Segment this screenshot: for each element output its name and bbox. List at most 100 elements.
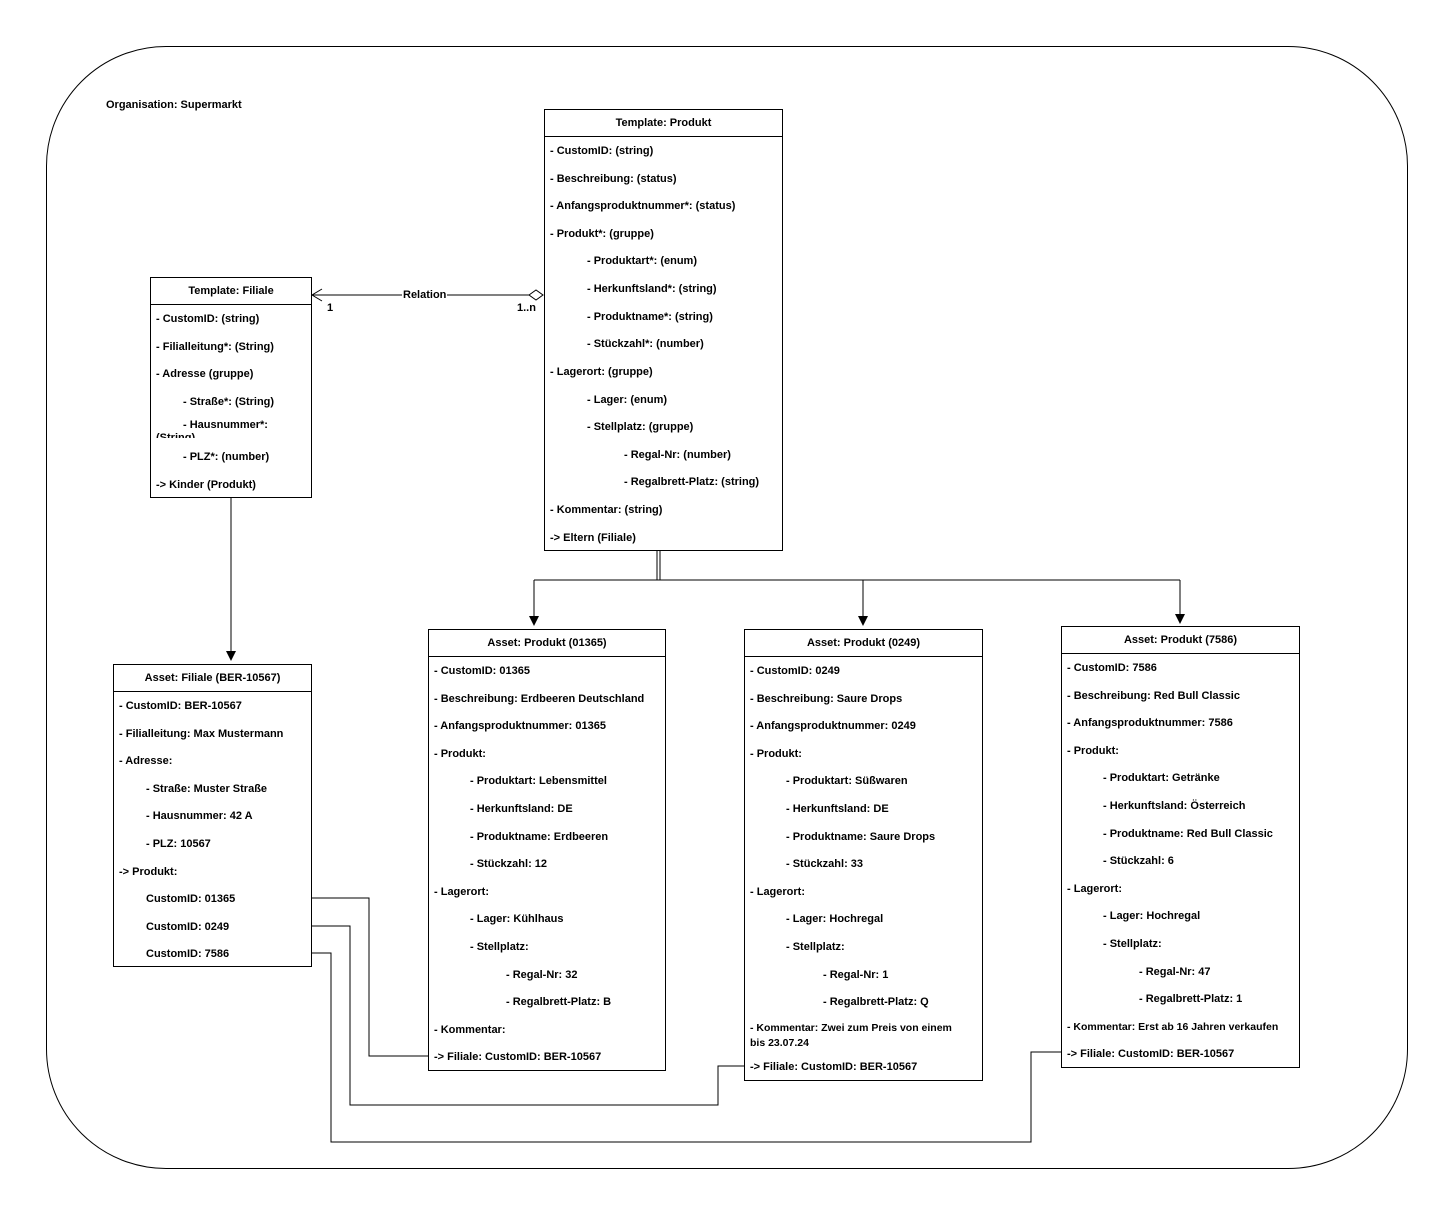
asset-produkt-01365-row: - Produktname: Erdbeeren	[470, 831, 609, 843]
asset-produkt-01365-row: - Regal-Nr: 32	[506, 969, 578, 981]
asset-produkt-01365-row: -> Filiale: CustomID: BER-10567	[434, 1051, 602, 1063]
asset-produkt-01365-row: - Produkt:	[434, 748, 486, 760]
asset-produkt-0249-row: - Regalbrett-Platz: Q	[823, 996, 929, 1008]
asset-produkt-7586-row: - Kommentar: Erst ab 16 Jahren verkaufen	[1067, 1021, 1279, 1033]
asset-produkt-7586-row: - Lagerort:	[1067, 883, 1122, 895]
asset-produkt-01365-row: - Herkunftsland: DE	[470, 803, 573, 815]
asset-produkt-0249-row: - Stückzahl: 33	[786, 858, 864, 870]
asset-produkt-01365-row: - Anfangsproduktnummer: 01365	[434, 720, 606, 732]
asset-filiale-row: - Straße: Muster Straße	[146, 783, 268, 795]
asset-produkt-0249-row: - Kommentar: Zwei zum Preis von einem bi…	[750, 1022, 952, 1049]
asset-produkt-01365-box: Asset: Produkt (01365) - CustomID: 01365…	[428, 629, 666, 1071]
template-produkt-row: - Anfangsproduktnummer*: (status)	[550, 200, 736, 212]
relation-aggregation-diamond	[528, 289, 544, 301]
asset-produkt-7586-row: - Herkunftsland: Österreich	[1103, 800, 1246, 812]
asset-filiale-row: - Hausnummer: 42 A	[146, 810, 253, 822]
template-produkt-row: - Regalbrett-Platz: (string)	[624, 476, 760, 488]
asset-filiale-box: Asset: Filiale (BER-10567) - CustomID: B…	[113, 664, 312, 967]
asset-produkt-7586-row: - CustomID: 7586	[1067, 662, 1157, 674]
template-filiale-row: - Straße*: (String)	[183, 396, 275, 408]
relation-label: Relation	[402, 289, 448, 301]
asset-produkt-0249-row: - Lager: Hochregal	[786, 913, 884, 925]
organisation-label: Organisation: Supermarkt	[106, 99, 242, 111]
asset-produkt-0249-row: - Produktart: Süßwaren	[786, 775, 908, 787]
asset-produkt-7586-row: - Lager: Hochregal	[1103, 910, 1201, 922]
asset-produkt-0249-row: - Beschreibung: Saure Drops	[750, 693, 903, 705]
relation-open-arrow	[311, 288, 323, 302]
template-produkt-row: - Produktname*: (string)	[587, 311, 713, 323]
asset-produkt-01365-row: - Stellplatz:	[470, 941, 529, 953]
asset-produkt-01365-row: - Lager: Kühlhaus	[470, 913, 564, 925]
asset-produkt-01365-row: - Kommentar:	[434, 1024, 506, 1036]
template-produkt-row: - Produkt*: (gruppe)	[550, 228, 654, 240]
asset-produkt-7586-row: - Beschreibung: Red Bull Classic	[1067, 690, 1240, 702]
link-01365	[312, 897, 428, 1057]
asset-filiale-title: Asset: Filiale (BER-10567)	[114, 665, 311, 692]
asset-produkt-0249-row: - Regal-Nr: 1	[823, 969, 889, 981]
asset-filiale-row: CustomID: 01365	[146, 893, 236, 905]
asset-produkt-7586-title: Asset: Produkt (7586)	[1062, 627, 1299, 654]
asset-produkt-0249-row: - Lagerort:	[750, 886, 805, 898]
asset-produkt-0249-row: - Produkt:	[750, 748, 802, 760]
asset-filiale-row: CustomID: 0249	[146, 921, 230, 933]
relation-left-multiplicity: 1	[327, 302, 334, 314]
asset-filiale-row: CustomID: 7586	[146, 948, 230, 960]
template-produkt-row: - Kommentar: (string)	[550, 504, 663, 516]
asset-produkt-0249-row: - Herkunftsland: DE	[786, 803, 889, 815]
asset-produkt-0249-row: - Produktname: Saure Drops	[786, 831, 936, 843]
template-produkt-row: - Stückzahl*: (number)	[587, 338, 704, 350]
template-produkt-row: - Herkunftsland*: (string)	[587, 283, 717, 295]
template-produkt-box: Template: Produkt - CustomID: (string) -…	[544, 109, 783, 551]
template-produkt-row: - Lager: (enum)	[587, 394, 668, 406]
template-filiale-title: Template: Filiale	[151, 278, 311, 305]
asset-produkt-01365-row: - Produktart: Lebensmittel	[470, 775, 607, 787]
asset-produkt-01365-row: - CustomID: 01365	[434, 665, 530, 677]
link-0249	[312, 925, 745, 1106]
template-produkt-row: - Beschreibung: (status)	[550, 173, 677, 185]
asset-produkt-7586-row: -> Filiale: CustomID: BER-10567	[1067, 1048, 1235, 1060]
template-filiale-row: - Hausnummer*: (String)	[156, 419, 268, 438]
asset-produkt-7586-row: - Produktart: Getränke	[1103, 772, 1220, 784]
asset-produkt-7586-row: - Regal-Nr: 47	[1139, 966, 1211, 978]
asset-produkt-01365-row: - Lagerort:	[434, 886, 489, 898]
template-filiale-row: - PLZ*: (number)	[183, 451, 270, 463]
asset-produkt-0249-box: Asset: Produkt (0249) - CustomID: 0249 -…	[744, 629, 983, 1081]
template-produkt-row: - Lagerort: (gruppe)	[550, 366, 653, 378]
organisation-frame	[46, 46, 1408, 1169]
template-produkt-row: - Regal-Nr: (number)	[624, 449, 731, 461]
asset-produkt-7586-row: - Stückzahl: 6	[1103, 855, 1174, 867]
asset-produkt-01365-row: - Regalbrett-Platz: B	[506, 996, 612, 1008]
asset-produkt-7586-box: Asset: Produkt (7586) - CustomID: 7586 -…	[1061, 626, 1300, 1068]
asset-filiale-row: - PLZ: 10567	[146, 838, 211, 850]
template-produkt-row: - CustomID: (string)	[550, 145, 654, 157]
template-filiale-box: Template: Filiale - CustomID: (string) -…	[150, 277, 312, 498]
asset-produkt-01365-row: - Beschreibung: Erdbeeren Deutschland	[434, 693, 645, 705]
asset-produkt-7586-row: - Produkt:	[1067, 745, 1119, 757]
template-filiale-row: - Adresse (gruppe)	[156, 368, 254, 380]
asset-produkt-7586-row: - Anfangsproduktnummer: 7586	[1067, 717, 1233, 729]
asset-produkt-01365-row: - Stückzahl: 12	[470, 858, 548, 870]
asset-filiale-row: - Filialleitung: Max Mustermann	[119, 728, 284, 740]
template-filiale-row: - Filialleitung*: (String)	[156, 341, 274, 353]
template-filiale-row: - CustomID: (string)	[156, 313, 260, 325]
asset-produkt-01365-title: Asset: Produkt (01365)	[429, 630, 665, 657]
asset-produkt-0249-row: - CustomID: 0249	[750, 665, 840, 677]
template-produkt-row: - Produktart*: (enum)	[587, 255, 697, 267]
asset-produkt-0249-row: - Stellplatz:	[786, 941, 845, 953]
relation-right-multiplicity: 1..n	[517, 302, 536, 314]
template-filiale-row: -> Kinder (Produkt)	[156, 479, 256, 491]
asset-produkt-0249-row: - Anfangsproduktnummer: 0249	[750, 720, 916, 732]
asset-filiale-row: - Adresse:	[119, 755, 173, 767]
asset-produkt-7586-row: - Produktname: Red Bull Classic	[1103, 828, 1273, 840]
link-7586	[312, 952, 1061, 1143]
asset-produkt-7586-row: - Regalbrett-Platz: 1	[1139, 993, 1243, 1005]
template-produkt-row: -> Eltern (Filiale)	[550, 532, 636, 544]
asset-produkt-0249-row: -> Filiale: CustomID: BER-10567	[750, 1061, 918, 1073]
asset-produkt-7586-row: - Stellplatz:	[1103, 938, 1162, 950]
asset-filiale-row: - CustomID: BER-10567	[119, 700, 242, 712]
template-produkt-title: Template: Produkt	[545, 110, 782, 137]
template-produkt-row: - Stellplatz: (gruppe)	[587, 421, 694, 433]
asset-produkt-0249-title: Asset: Produkt (0249)	[745, 630, 982, 657]
asset-filiale-row: -> Produkt:	[119, 866, 178, 878]
